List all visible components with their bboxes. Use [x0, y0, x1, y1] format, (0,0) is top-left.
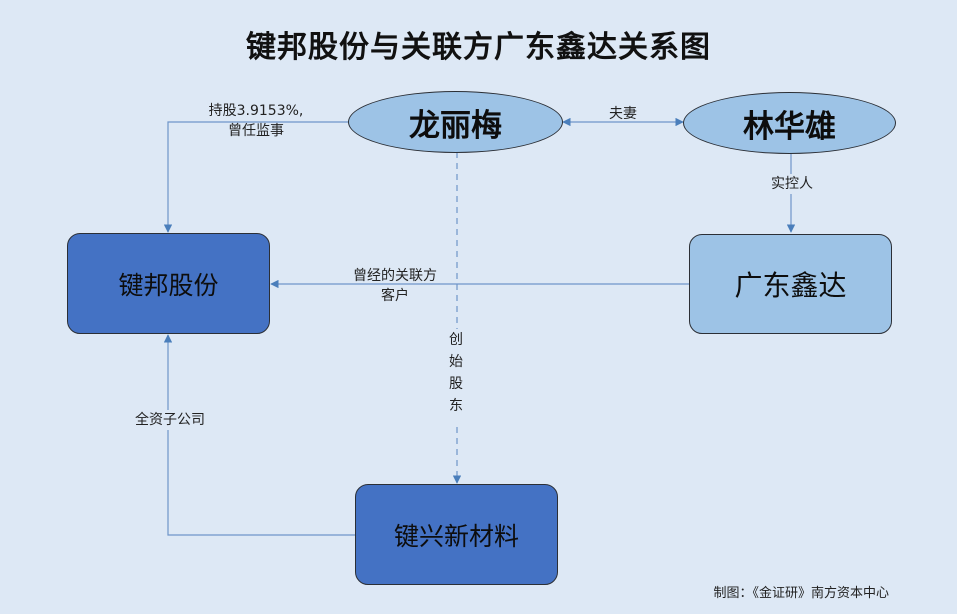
node-jianbang-label: 键邦股份: [118, 270, 219, 300]
credit-caption: 制图：《金证研》南方资本中心: [713, 586, 889, 601]
founder-label-text: 创始股东: [449, 332, 463, 414]
node-guangdong-xinda: 广东鑫达: [689, 234, 892, 334]
subsidiary-connector: [163, 334, 355, 536]
holding-label: 持股3.9153%, 曾任监事: [196, 101, 316, 141]
node-lin-huaxiong: 林华雄: [683, 92, 896, 154]
former-client-label-line1: 曾经的关联方: [353, 268, 437, 284]
holding-label-line1: 持股3.9153%,: [208, 103, 304, 119]
spouse-label-text: 夫妻: [609, 106, 637, 122]
subsidiary-label-text: 全资子公司: [135, 412, 205, 428]
former-client-label: 曾经的关联方 客户: [340, 266, 450, 306]
holding-label-line2: 曾任监事: [228, 123, 284, 139]
node-jianbang: 键邦股份: [67, 233, 270, 334]
node-guangdong-xinda-label: 广东鑫达: [734, 269, 847, 302]
node-lin-huaxiong-label: 林华雄: [743, 108, 836, 145]
subsidiary-label: 全资子公司: [128, 410, 212, 430]
diagram-title: 键邦股份与关联方广东鑫达关系图: [246, 30, 711, 65]
holding-connector: [163, 121, 348, 233]
node-jianxing-label: 键兴新材料: [393, 521, 519, 551]
controller-label-text: 实控人: [771, 176, 813, 192]
founder-label: 创始股东: [447, 329, 465, 425]
spouse-label: 夫妻: [603, 104, 643, 124]
controller-label: 实控人: [764, 174, 820, 194]
node-jianxing: 键兴新材料: [355, 484, 558, 585]
node-long-limei-label: 龙丽梅: [409, 107, 502, 144]
former-client-label-line2: 客户: [381, 288, 409, 304]
node-long-limei: 龙丽梅: [348, 91, 563, 153]
